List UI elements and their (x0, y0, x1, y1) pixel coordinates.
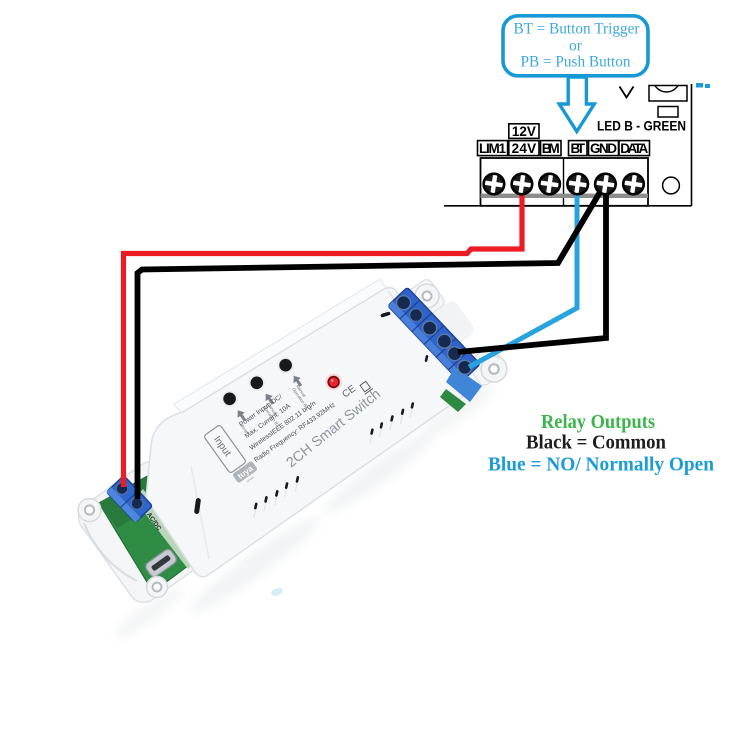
svg-text:Blue = NO/ Normally Open: Blue = NO/ Normally Open (488, 454, 715, 476)
svg-text:GND: GND (590, 141, 617, 156)
svg-text:Black = Common: Black = Common (526, 432, 667, 454)
svg-text:24V: 24V (512, 141, 537, 156)
svg-text:BM: BM (542, 141, 560, 156)
svg-text:12V: 12V (512, 124, 536, 139)
svg-text:Reset: Reset (240, 423, 251, 436)
svg-text:BT: BT (570, 141, 585, 156)
svg-text:DATA: DATA (620, 141, 648, 156)
svg-text:smart: smart (246, 475, 255, 483)
svg-text:LED B - GREEN: LED B - GREEN (597, 119, 686, 134)
svg-text:Relay Outputs: Relay Outputs (541, 411, 655, 433)
svg-text:or: or (569, 38, 583, 55)
svg-text:LIM1: LIM1 (479, 141, 506, 156)
svg-text:PB = Push Button: PB = Push Button (521, 54, 631, 71)
svg-text:BT = Button Trigger: BT = Button Trigger (514, 21, 641, 38)
